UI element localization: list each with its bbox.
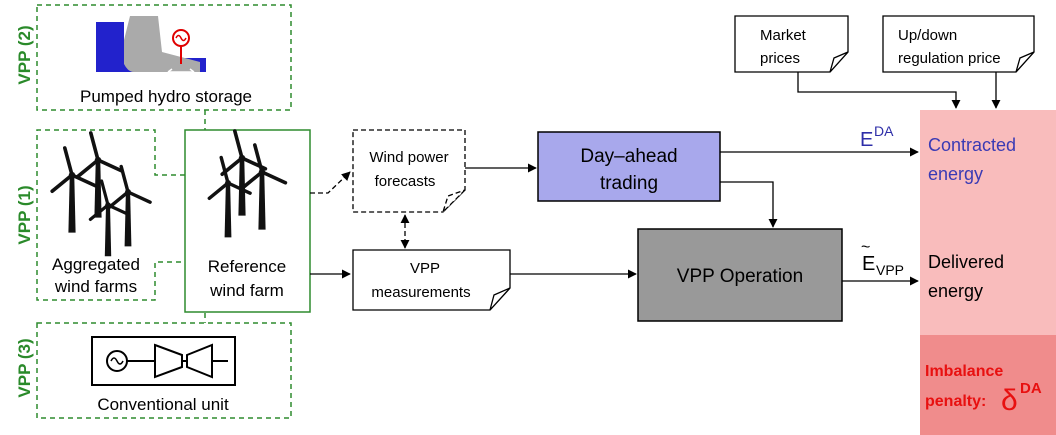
vpp3-label: VPP (3) xyxy=(15,338,34,397)
delivered-line2: energy xyxy=(928,281,983,301)
aggregated-turbines-icon xyxy=(50,131,152,258)
day-ahead-line1: Day–ahead xyxy=(580,146,677,167)
vpp-operation-box xyxy=(637,228,843,322)
wind-forecasts-line1: Wind power xyxy=(369,149,448,166)
vpp1-label: VPP (1) xyxy=(15,185,34,244)
e-vpp-sub: VPP xyxy=(876,262,904,278)
conventional-unit-icon xyxy=(91,336,236,386)
regulation-price-line1: Up/down xyxy=(898,27,957,44)
vpp2-group-border xyxy=(36,4,292,111)
day-ahead-trading-box xyxy=(537,131,721,202)
delivered-line1: Delivered xyxy=(928,252,1004,272)
contracted-line2: energy xyxy=(928,164,983,184)
measurements-line2: measurements xyxy=(371,284,470,301)
imbalance-line2: penalty: xyxy=(925,393,986,410)
e-vpp-tilde: ~ xyxy=(861,239,870,256)
aggregated-label-line1: Aggregated xyxy=(52,255,140,274)
e-da-sup: DA xyxy=(874,123,894,139)
measurements-doc xyxy=(352,249,511,311)
reference-label-line2: wind farm xyxy=(209,281,284,300)
hydro-dam-icon xyxy=(96,16,206,76)
measurements-line1: VPP xyxy=(410,260,440,277)
market-prices-line2: prices xyxy=(760,50,800,67)
hydro-label: Pumped hydro storage xyxy=(80,87,252,106)
imbalance-penalty-panel xyxy=(920,335,1056,435)
contracted-line1: Contracted xyxy=(928,135,1016,155)
e-vpp-label: E xyxy=(862,253,875,275)
conventional-label: Conventional unit xyxy=(97,395,229,414)
contracted-energy-panel xyxy=(920,110,1056,335)
vpp-operation-label: VPP Operation xyxy=(677,266,803,287)
wind-forecasts-line2: forecasts xyxy=(375,173,436,190)
ref-to-forecast-arrow xyxy=(310,171,351,194)
e-da-label: E xyxy=(860,129,873,151)
regulation-price-line2: regulation price xyxy=(898,50,1001,67)
penalty-delta-sup: DA xyxy=(1020,380,1042,397)
reference-label-line1: Reference xyxy=(208,257,286,276)
penalty-delta-symbol: δ xyxy=(1001,384,1018,417)
market-prices-line1: Market xyxy=(760,27,807,44)
vpp2-label: VPP (2) xyxy=(15,25,34,84)
vpp1-group-border xyxy=(36,129,185,301)
dayahead-to-operation-arrow xyxy=(720,181,778,228)
day-ahead-line2: trading xyxy=(600,173,658,194)
vpp3-group-border xyxy=(36,322,292,419)
imbalance-line1: Imbalance xyxy=(925,363,1003,380)
aggregated-label-line2: wind farms xyxy=(54,277,137,296)
market-prices-arrow xyxy=(797,72,961,109)
